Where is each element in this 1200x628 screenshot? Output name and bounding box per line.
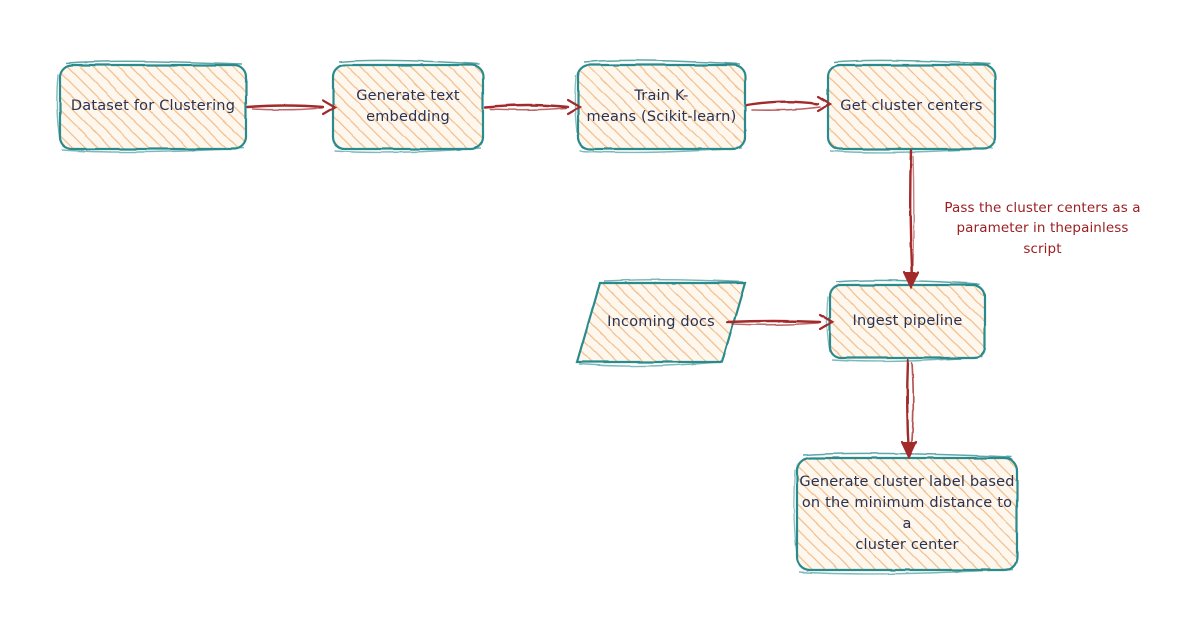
- edge-incoming-to-ingest: [725, 313, 835, 331]
- edge-ingest-to-clusterlabel: [900, 358, 918, 460]
- edge-kmeans-to-centers: [745, 95, 833, 113]
- edge-embedding-to-kmeans: [483, 98, 583, 116]
- node-ingest-shape: [828, 283, 987, 360]
- node-centers-shape: [826, 63, 997, 151]
- edge-centers-to-ingest-label: Pass the cluster centers as a parameter …: [944, 200, 1141, 257]
- node-incoming[interactable]: [575, 279, 747, 367]
- node-embedding[interactable]: [331, 59, 485, 154]
- edge-layer: [245, 95, 920, 460]
- node-embedding-shape: [331, 63, 485, 151]
- node-dataset[interactable]: [56, 60, 248, 153]
- node-centers[interactable]: [826, 59, 997, 154]
- edge-dataset-to-embedding: [245, 98, 338, 116]
- node-clusterlabel-shape: [795, 456, 1019, 572]
- node-ingest[interactable]: [826, 279, 987, 363]
- node-dataset-shape: [58, 63, 248, 151]
- node-clusterlabel[interactable]: [793, 452, 1019, 575]
- node-incoming-shape: [575, 281, 747, 364]
- edge-centers-to-ingest: [902, 148, 920, 290]
- node-kmeans-shape: [576, 63, 747, 151]
- node-kmeans[interactable]: [574, 59, 747, 154]
